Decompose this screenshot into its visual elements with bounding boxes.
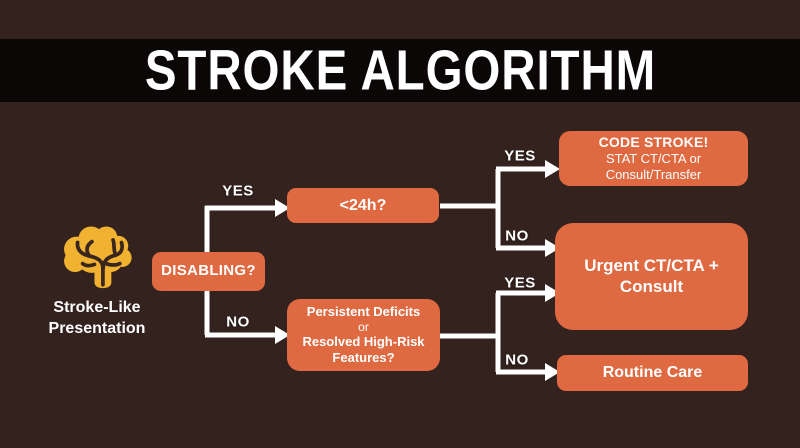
start-node: Stroke-Like Presentation xyxy=(22,218,172,339)
persistent-line4: Features? xyxy=(332,350,395,366)
branch-label-persistent-no: NO xyxy=(505,351,529,369)
code-stroke-line3: Consult/Transfer xyxy=(605,167,702,183)
branch-label-under24h-no: NO xyxy=(505,227,529,245)
start-label-line2: Presentation xyxy=(48,320,146,337)
node-routine-care: Routine Care xyxy=(557,355,748,391)
node-urgent-label: Urgent CT/CTA + Consult xyxy=(584,255,719,296)
persistent-line2: or xyxy=(358,319,369,334)
node-urgent-ct-cta: Urgent CT/CTA + Consult xyxy=(555,223,748,330)
start-label: Stroke-Like Presentation xyxy=(22,297,172,339)
node-routine-label: Routine Care xyxy=(602,364,703,382)
start-label-line1: Stroke-Like xyxy=(53,299,141,316)
node-code-stroke: CODE STROKE! STAT CT/CTA or Consult/Tran… xyxy=(559,131,748,186)
branch-label-under24h-yes: YES xyxy=(504,147,536,165)
node-disabling: DISABLING? xyxy=(152,252,265,291)
node-under-24h-label: <24h? xyxy=(339,196,387,214)
code-stroke-line2: STAT CT/CTA or xyxy=(605,151,702,167)
node-under-24h: <24h? xyxy=(287,188,439,223)
branch-label-disabling-yes: YES xyxy=(222,182,254,200)
brain-icon xyxy=(64,226,132,289)
page-title: STROKE ALGORITHM xyxy=(144,39,656,102)
branch-label-persistent-yes: YES xyxy=(504,274,536,292)
branch-label-disabling-no: NO xyxy=(226,313,250,331)
persistent-line1: Persistent Deficits xyxy=(306,303,421,319)
node-disabling-label: DISABLING? xyxy=(161,262,256,280)
persistent-line3: Resolved High-Risk xyxy=(302,334,425,350)
node-persistent-deficits: Persistent Deficits or Resolved High-Ris… xyxy=(287,299,440,371)
title-banner: STROKE ALGORITHM xyxy=(0,39,800,102)
code-stroke-line1: CODE STROKE! xyxy=(598,134,709,151)
